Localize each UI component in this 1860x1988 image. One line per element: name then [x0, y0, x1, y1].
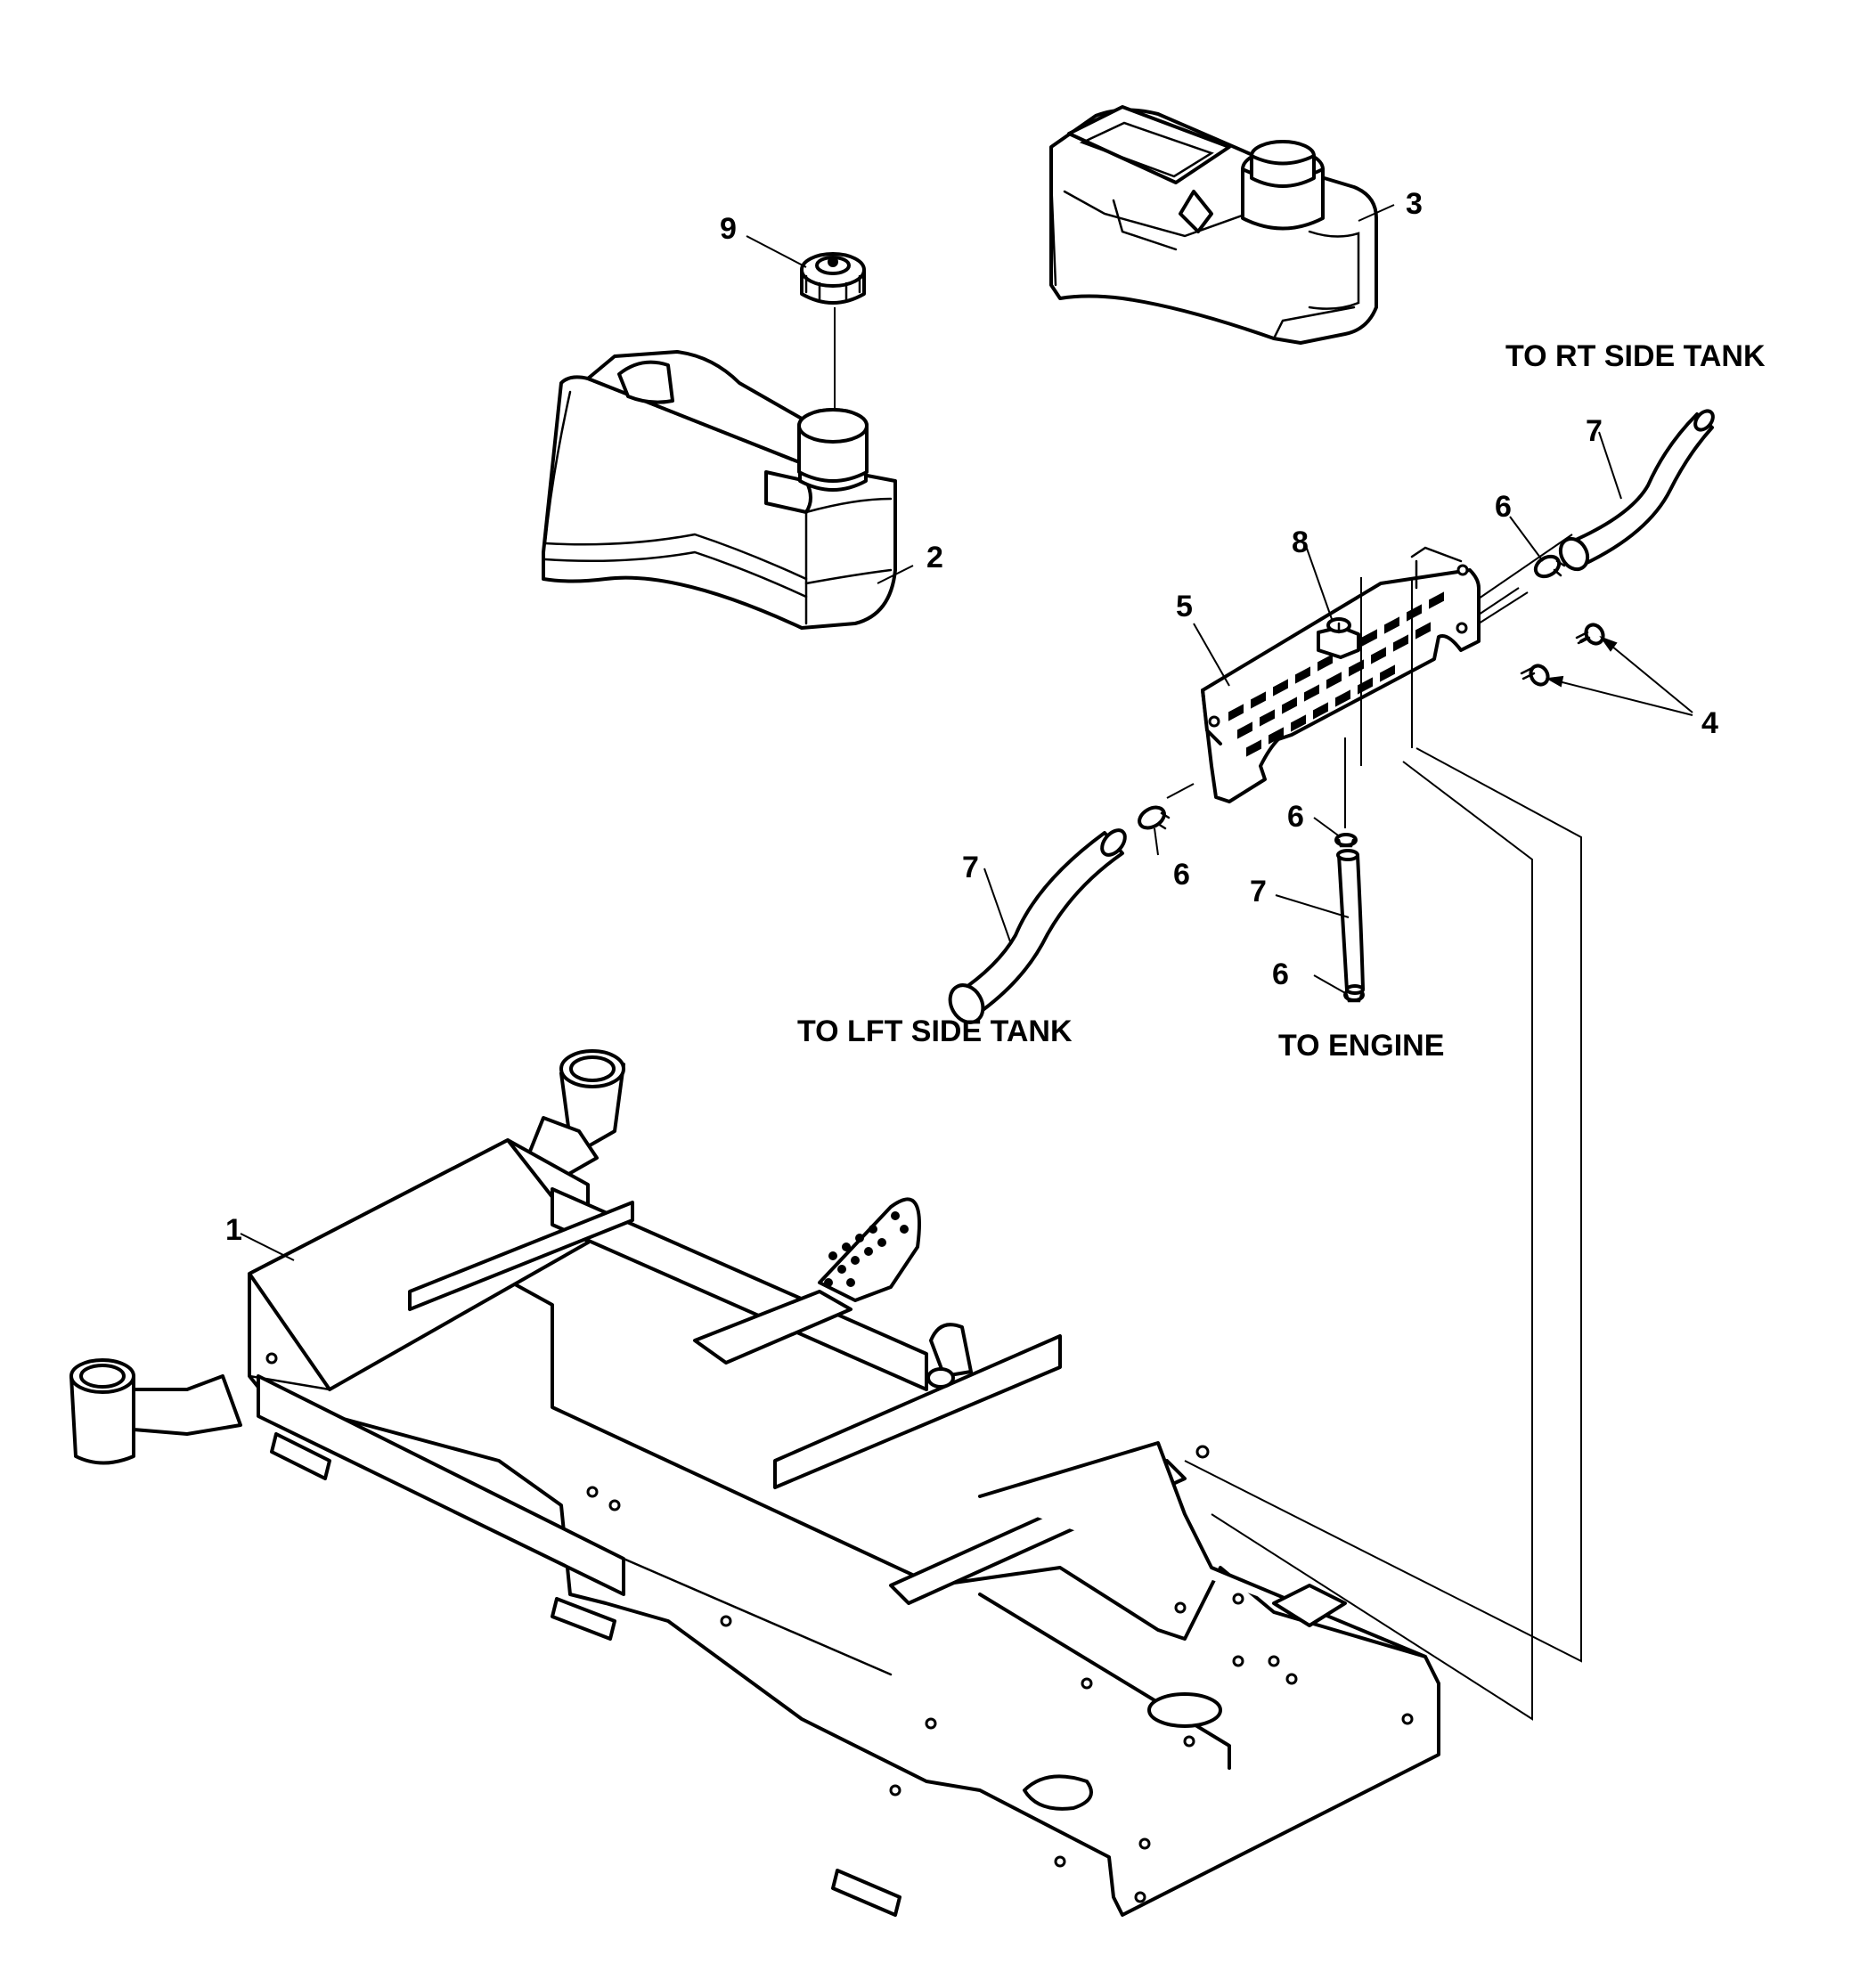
- callout-4-leaders: [1545, 635, 1693, 716]
- left-fuel-tank: [542, 350, 897, 630]
- callout-5: 5: [1176, 590, 1193, 623]
- callout-6-engine-top: 6: [1287, 800, 1304, 834]
- hose-clamp-engine-top: [1334, 833, 1358, 848]
- hose-clamp-lft: [1138, 805, 1171, 830]
- callout-3: 3: [1406, 187, 1423, 221]
- callout-7-lft-hose: 7: [962, 851, 979, 884]
- bracket-vent-slots: [1228, 591, 1444, 757]
- chassis-frame: [69, 1049, 1440, 1917]
- callout-6-rt-clamp: 6: [1495, 490, 1512, 524]
- callout-7-engine-hose: 7: [1250, 875, 1267, 908]
- callout-2: 2: [926, 541, 943, 574]
- note-to-engine: TO ENGINE: [1278, 1029, 1444, 1063]
- seat-plate-holes: [824, 1211, 909, 1287]
- callout-1: 1: [225, 1213, 242, 1247]
- caster-mount-left: [69, 1358, 242, 1465]
- right-fuel-tank: [1049, 105, 1378, 345]
- callout-leaders: [240, 204, 1622, 1261]
- callout-4: 4: [1701, 706, 1718, 740]
- hose-clamp-rt: [1533, 554, 1566, 579]
- note-to-rt-side-tank: TO RT SIDE TANK: [1505, 339, 1766, 373]
- hose-to-engine: [1336, 849, 1365, 995]
- manifold-bracket: [1201, 546, 1481, 803]
- frame-holes: [265, 1352, 1414, 1903]
- fuel-cap: [800, 252, 866, 305]
- note-to-lft-side-tank: TO LFT SIDE TANK: [797, 1014, 1073, 1048]
- screw-upper: [1575, 623, 1605, 646]
- callout-8: 8: [1292, 526, 1309, 559]
- callout-6-engine-bottom: 6: [1272, 957, 1289, 991]
- callout-9: 9: [720, 212, 737, 246]
- tee-fitting: [1317, 617, 1360, 659]
- callout-6-lft-clamp: 6: [1173, 858, 1190, 892]
- screw-lower: [1520, 664, 1550, 687]
- hose-lft-side: [948, 828, 1127, 1024]
- callout-7-rt-hose: 7: [1586, 414, 1603, 448]
- hose-rt-side: [1558, 409, 1715, 572]
